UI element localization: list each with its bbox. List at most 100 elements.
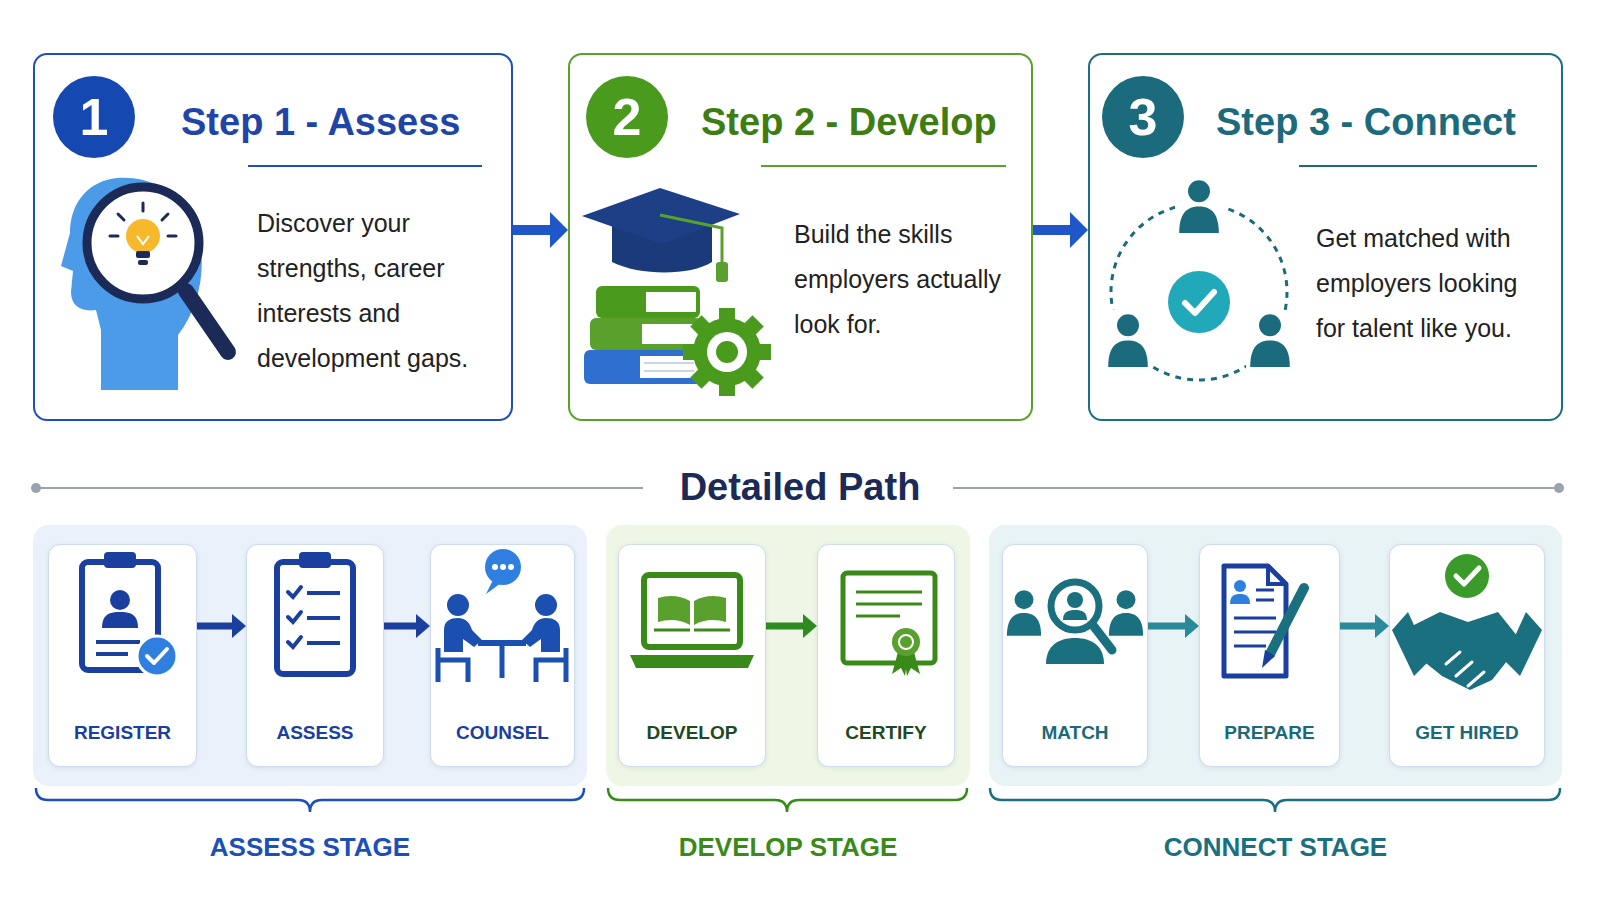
register-icon [102,612,138,628]
match-icon [1007,590,1041,636]
counsel-icon [438,549,566,682]
checklist-icon [307,591,340,595]
head-magnifier-icon [186,291,228,352]
certificate-icon [856,591,922,594]
books-cap-gear-icon [740,315,764,339]
resume-icon [1234,617,1276,620]
match-icon [1046,638,1104,664]
head-magnifier-icon [110,235,118,238]
stage-label: DEVELOP STAGE [606,829,970,865]
counsel-icon [500,564,506,570]
resume-icon [1262,650,1275,668]
step-number: 3 [1102,76,1184,158]
counsel-icon [522,618,560,652]
counsel-icon [500,646,505,678]
certificate-icon [856,615,900,618]
certificate-icon [892,628,920,656]
register-icon [110,590,130,610]
books-cap-gear-icon [644,362,694,364]
handshake-icon [1446,652,1484,686]
resume-icon [1234,580,1246,592]
laptop-book-icon [658,596,690,625]
register-icon [104,552,136,568]
people-network-icon [1104,310,1152,370]
checklist-icon [288,587,301,597]
people-network-icon [1168,271,1230,333]
path-step-label: CERTIFY [818,721,954,745]
stage-panel: DEVELOP STAGEDEVELOPCERTIFY [606,525,970,786]
books-cap-gear-icon [716,262,728,282]
heading-underline [248,166,1537,167]
heading-underline [1299,165,1537,167]
books-cap-gear-icon [582,188,740,244]
books-cap-gear-icon [582,188,771,396]
counsel-icon [444,618,482,652]
path-step-card: CERTIFY [817,544,955,767]
counsel-icon [447,594,469,616]
register-icon [82,562,158,670]
path-step-label: ASSESS [247,721,383,745]
path-step-card: MATCH [1002,544,1148,767]
head-magnifier-icon [142,203,145,211]
checklist-icon [288,612,301,622]
laptop-book-icon [654,629,730,632]
section-heading: Detailed Path [0,463,1600,511]
path-step-label: PREPARE [1200,721,1339,745]
books-cap-gear-icon [683,308,771,396]
books-cap-gear-icon [646,292,696,312]
match-icon [1109,590,1143,636]
books-cap-gear-icon [642,324,698,344]
flow-arrow [1033,225,1070,235]
step-heading: Step 2 - Develop [701,100,1041,144]
head-magnifier-icon [168,235,176,238]
path-step-card: COUNSEL [430,544,575,767]
path-step-label: COUNSEL [431,721,574,745]
handshake-icon [1504,612,1542,676]
books-cap-gear-icon [719,378,735,396]
books-cap-gear-icon [716,341,738,363]
books-cap-gear-icon [683,344,701,360]
head-magnifier-icon [118,214,124,220]
register-icon [82,552,177,676]
flow-arrow [513,225,550,235]
checklist-icon [307,616,340,620]
match-icon [1092,624,1112,650]
certificate-icon [892,652,908,676]
path-step-label: DEVELOP [619,721,765,745]
handshake-icon [1392,612,1430,676]
resume-icon [1234,631,1276,634]
flow-arrow [1148,623,1185,630]
resume-icon [1224,566,1304,676]
heading-underline [248,165,482,167]
path-step-card: ASSESS [246,544,384,767]
counsel-icon [492,564,498,570]
books-cap-gear-icon [719,308,735,326]
register-icon [137,636,177,676]
stage-bracket [36,788,584,812]
flow-arrow [766,623,803,630]
step-heading: Step 1 - Assess [181,100,521,144]
handshake-icon [1392,554,1542,690]
register-icon [147,649,167,663]
laptop-book-icon [644,575,740,647]
people-network-icon [1111,204,1287,380]
flow-arrow [384,623,416,630]
register-icon [96,640,140,644]
people-network-icon [1185,292,1214,313]
heading-underline [761,165,1006,167]
section-divider [953,487,1559,489]
stage-panel: ASSESS STAGEREGISTERASSESSCOUNSEL [33,525,587,786]
match-icon [1063,610,1087,620]
resume-icon [1256,599,1274,602]
resume-icon [1224,566,1286,676]
books-cap-gear-icon [707,332,747,372]
resume-icon [1268,566,1286,584]
head-magnifier-icon [162,214,168,220]
counsel-icon [478,640,526,646]
step-box: Step 3 - ConnectGet matched with employe… [1088,53,1563,421]
step-heading: Step 3 - Connect [1216,100,1556,144]
head-magnifier-icon [126,219,160,253]
laptop-book-icon [630,655,754,668]
match-icon [1051,582,1099,630]
